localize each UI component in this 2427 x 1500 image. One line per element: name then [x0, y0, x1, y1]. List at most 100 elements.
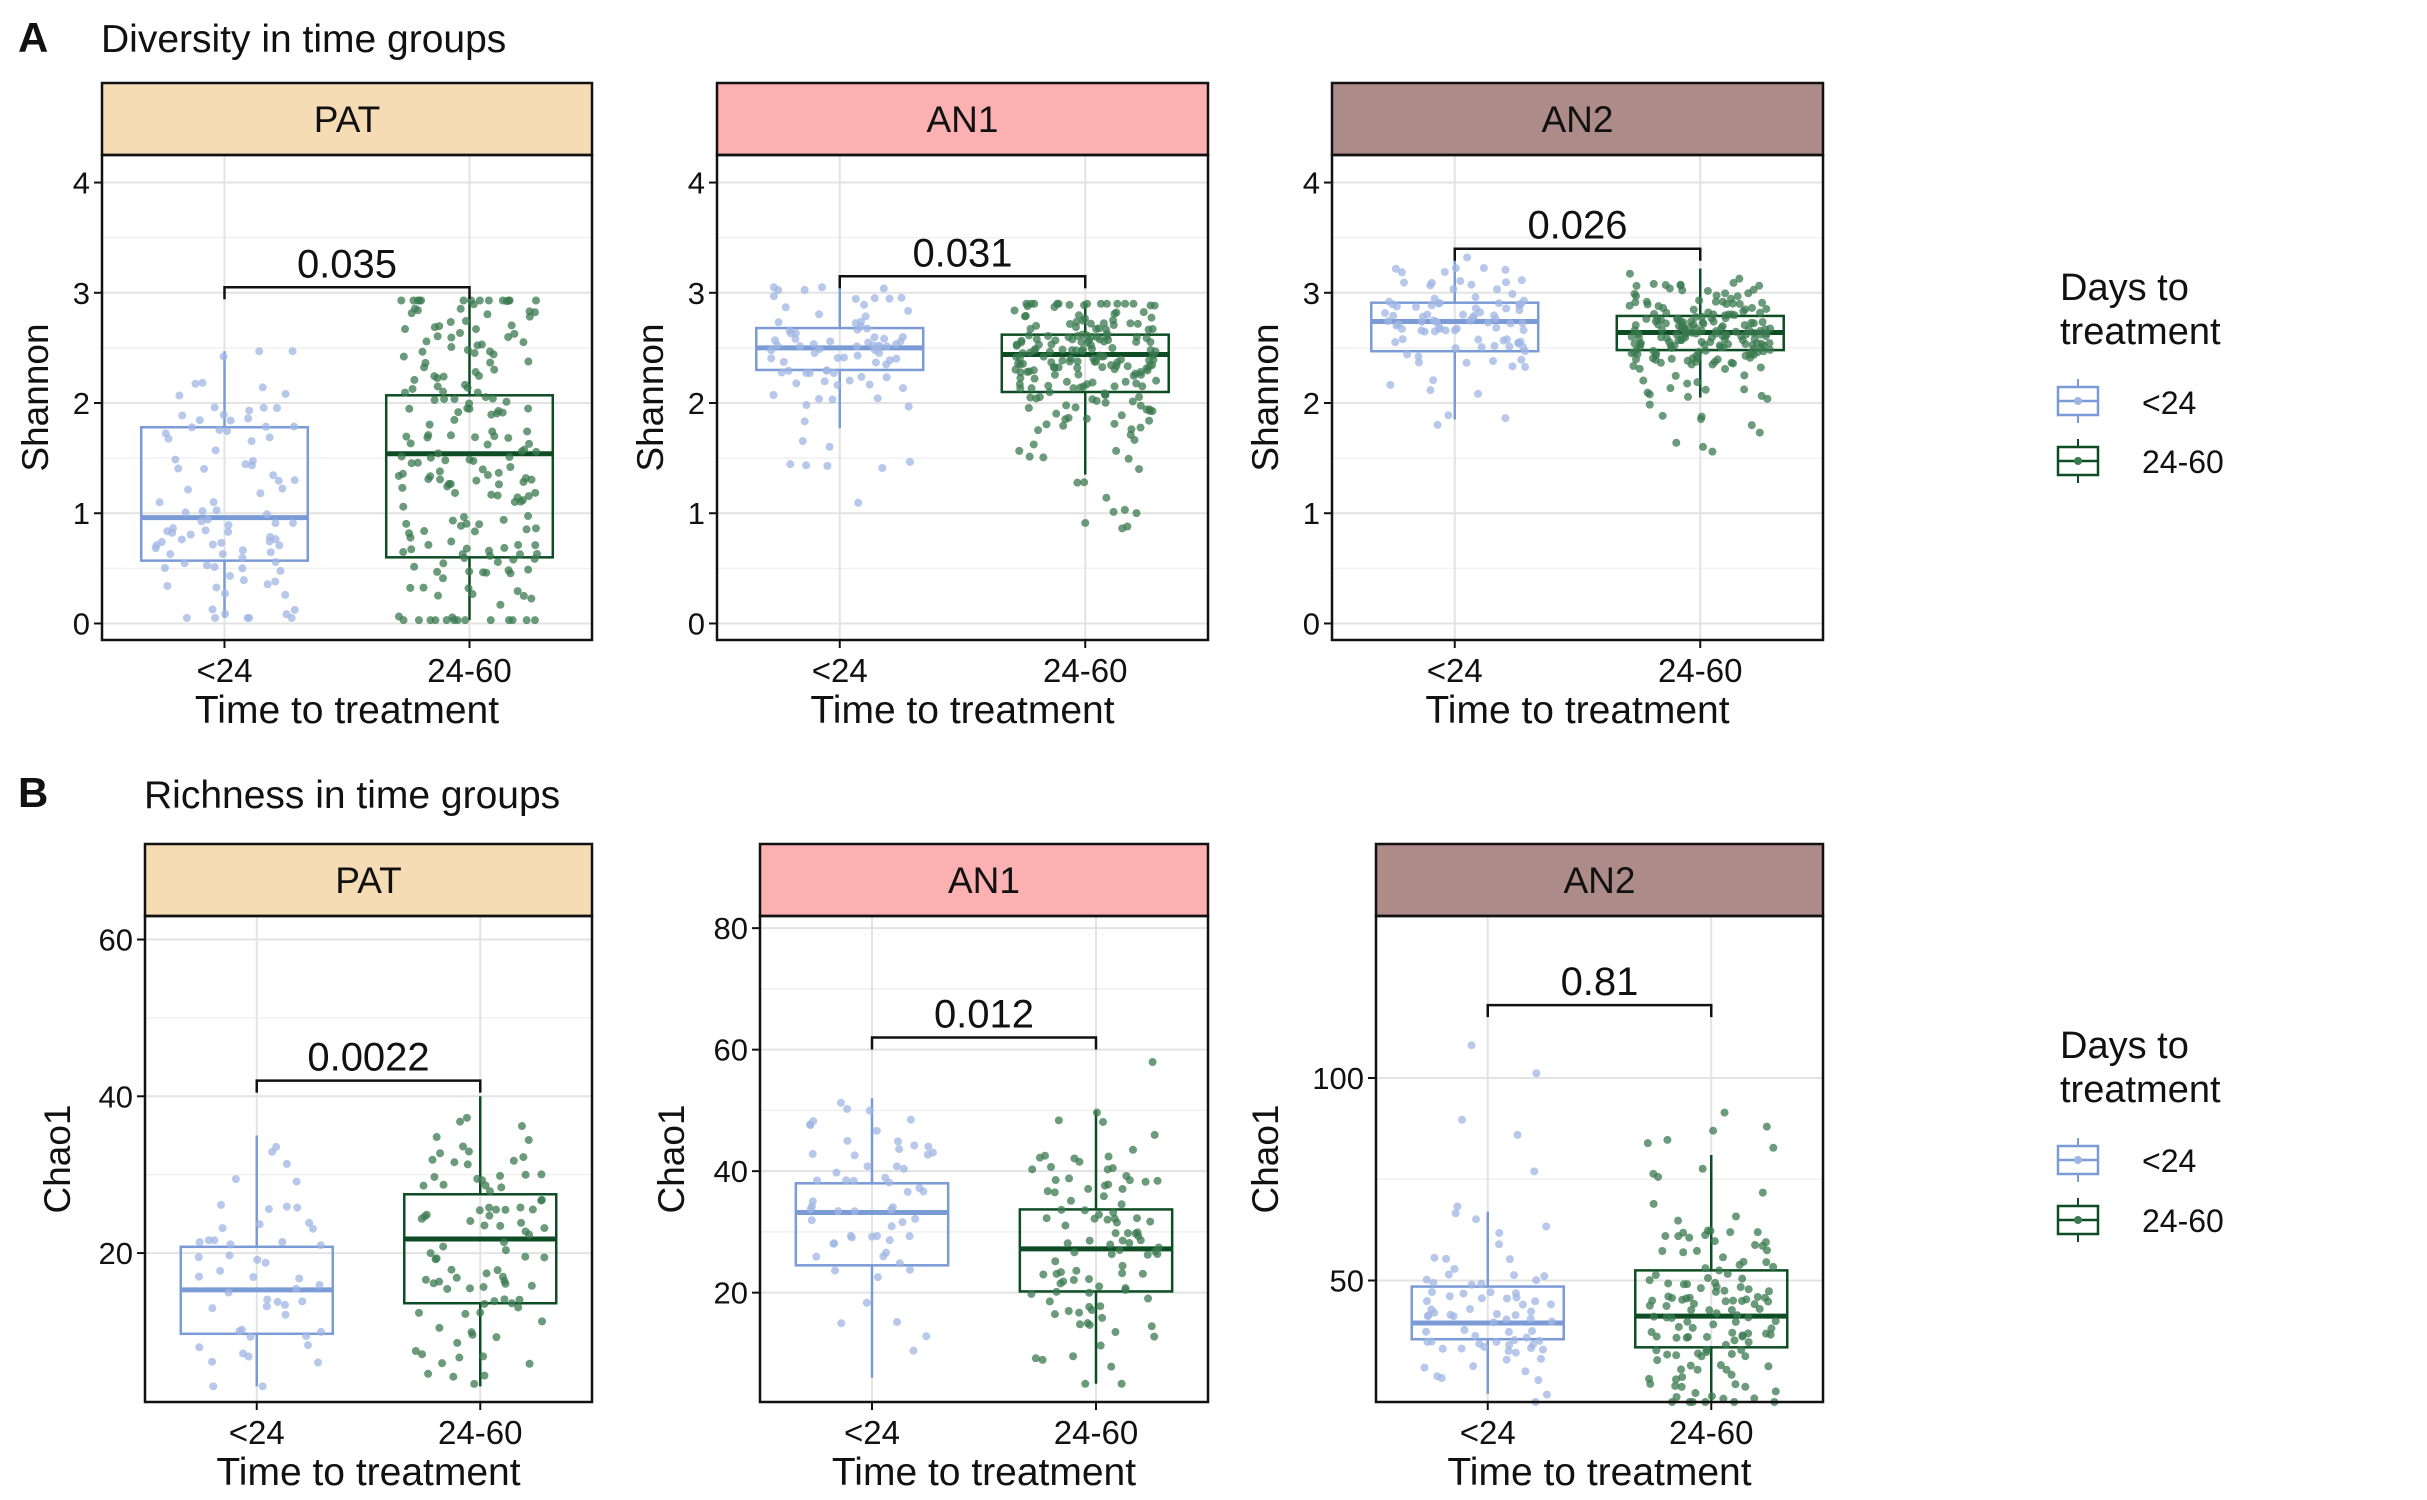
data-point — [462, 544, 471, 553]
data-point — [1148, 1058, 1157, 1067]
data-point — [1493, 285, 1502, 294]
data-point — [815, 310, 824, 319]
data-point — [492, 1333, 501, 1342]
data-point — [1718, 1253, 1727, 1262]
data-point — [447, 537, 456, 546]
data-point — [1445, 1292, 1454, 1301]
data-point — [295, 1274, 304, 1283]
data-point — [292, 1284, 301, 1293]
data-point — [767, 346, 776, 355]
data-point — [1444, 1270, 1453, 1279]
data-point — [463, 345, 472, 354]
data-point — [1755, 1304, 1764, 1313]
data-point — [483, 471, 492, 480]
data-point — [1769, 1262, 1778, 1271]
data-point — [1672, 438, 1681, 447]
data-point — [1698, 1164, 1707, 1173]
data-point — [922, 1332, 931, 1341]
data-point — [1392, 302, 1401, 311]
data-point — [1702, 1345, 1711, 1354]
facet-strip-label: AN1 — [948, 860, 1020, 901]
significance-bracket: 0.012 — [870, 993, 1098, 1050]
data-point — [1546, 1300, 1555, 1309]
data-point — [1072, 1266, 1081, 1275]
data-point — [530, 616, 539, 625]
data-point — [209, 498, 218, 507]
data-point — [1526, 1314, 1535, 1323]
data-point — [1471, 1331, 1480, 1340]
data-point — [280, 1300, 289, 1309]
data-point — [1110, 309, 1119, 318]
data-point — [1746, 349, 1755, 358]
data-point — [221, 610, 230, 619]
data-point — [470, 1379, 479, 1388]
data-point — [1511, 1289, 1520, 1298]
data-point — [1685, 1233, 1694, 1242]
data-point — [509, 555, 518, 564]
data-point — [504, 433, 513, 442]
data-point — [769, 283, 778, 292]
data-point — [1739, 1257, 1748, 1266]
data-point — [447, 343, 456, 352]
data-point — [203, 515, 212, 524]
data-point — [435, 1323, 444, 1332]
data-point — [447, 333, 456, 342]
data-point — [195, 416, 204, 425]
data-point — [1065, 319, 1074, 328]
data-point — [837, 1319, 846, 1328]
data-point — [1764, 1362, 1773, 1371]
x-axis-label: Time to treatment — [1447, 1451, 1751, 1494]
data-point — [1505, 1340, 1514, 1349]
data-point — [1737, 1346, 1746, 1355]
data-point — [507, 1299, 516, 1308]
data-point — [501, 1205, 510, 1214]
data-point — [1658, 411, 1667, 420]
data-point — [1750, 1394, 1759, 1403]
data-point — [1052, 409, 1061, 418]
facet-strip-label: AN2 — [1542, 99, 1614, 140]
data-point — [422, 337, 431, 346]
data-point — [1653, 1356, 1662, 1365]
data-point — [874, 341, 883, 350]
data-point — [256, 489, 265, 498]
box-24-60 — [403, 1096, 558, 1388]
data-point — [1075, 1320, 1084, 1329]
data-point — [1538, 1345, 1547, 1354]
significance-bracket: 0.035 — [223, 242, 471, 300]
data-point — [1758, 318, 1767, 327]
data-point — [530, 554, 539, 563]
data-point — [1643, 300, 1652, 309]
data-point — [1757, 391, 1766, 400]
data-point — [1442, 1254, 1451, 1263]
data-point — [1144, 1294, 1153, 1303]
data-point — [1138, 382, 1147, 391]
data-point — [1126, 319, 1135, 328]
data-point — [1153, 1250, 1162, 1259]
data-point — [1683, 1280, 1692, 1289]
x-tick-label: <24 — [844, 1414, 900, 1451]
data-point — [1082, 414, 1091, 423]
data-point — [472, 325, 481, 334]
data-point — [271, 519, 280, 528]
data-point — [266, 533, 275, 542]
data-point — [198, 378, 207, 387]
data-point — [218, 550, 227, 559]
data-point — [1124, 454, 1133, 463]
data-point — [898, 1218, 907, 1227]
data-point — [409, 296, 418, 305]
data-point — [1035, 1153, 1044, 1162]
data-point — [1531, 1297, 1540, 1306]
data-point — [454, 408, 463, 417]
data-point — [475, 520, 484, 529]
data-point — [1061, 415, 1070, 424]
data-point — [1761, 1293, 1770, 1302]
data-point — [1495, 1240, 1504, 1249]
data-point — [499, 1238, 508, 1247]
data-point — [1012, 341, 1021, 350]
data-point — [1111, 1229, 1120, 1238]
data-point — [1422, 1327, 1431, 1336]
data-point — [424, 1369, 433, 1378]
data-point — [449, 1372, 458, 1381]
